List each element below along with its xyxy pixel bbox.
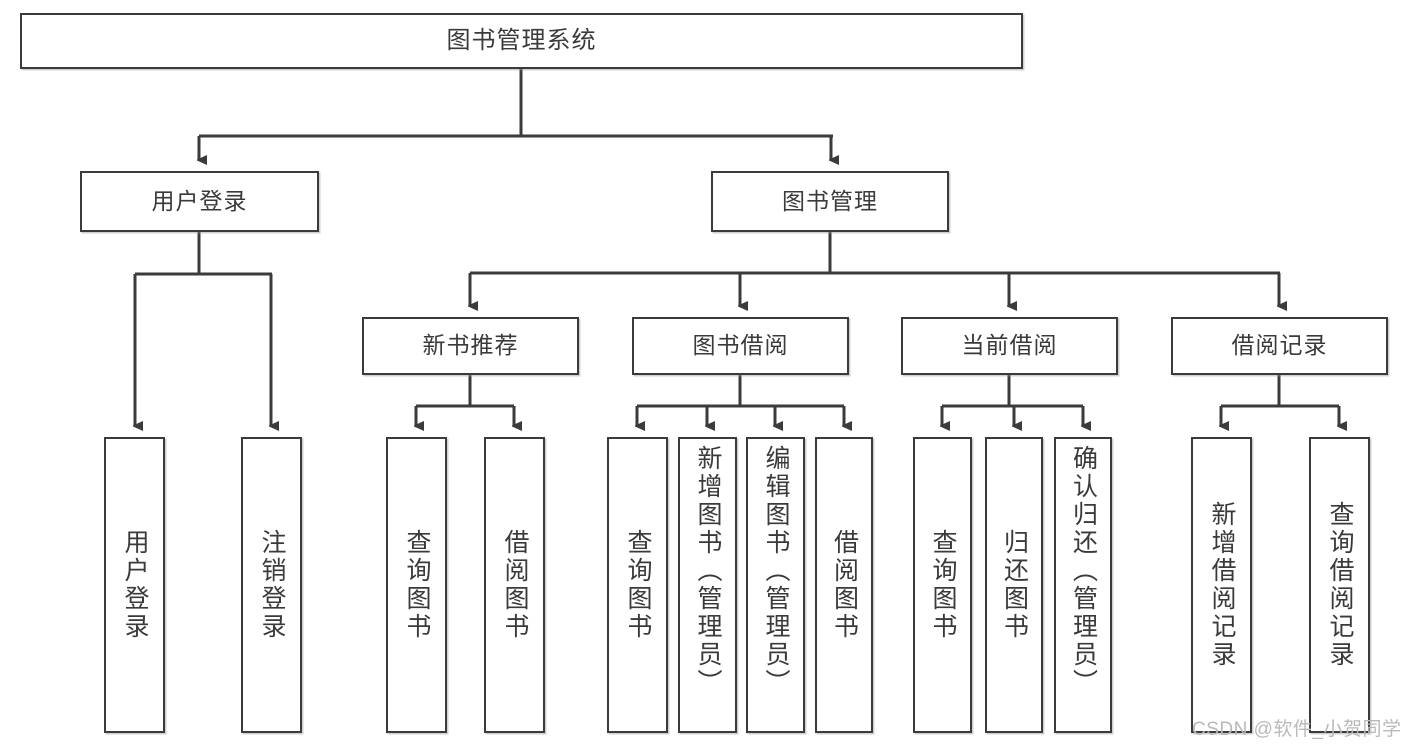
node-current-borrow[interactable]: 当前借阅 bbox=[901, 317, 1118, 375]
node-confirm-return-admin[interactable]: 确认归还（管理员） bbox=[1054, 437, 1112, 733]
node-query-book-borrow[interactable]: 查询图书 bbox=[607, 437, 668, 733]
node-user-logout-leaf[interactable]: 注销登录 bbox=[241, 437, 302, 733]
node-current-borrow-label: 当前借阅 bbox=[961, 332, 1058, 359]
node-query-book-current[interactable]: 查询图书 bbox=[913, 437, 972, 733]
node-query-book-borrow-label: 查询图书 bbox=[624, 529, 652, 641]
node-book-manage-label: 图书管理 bbox=[782, 187, 878, 214]
node-user-login-leaf-label: 用户登录 bbox=[121, 529, 149, 641]
node-add-book-admin[interactable]: 新增图书（管理员） bbox=[678, 437, 737, 733]
node-user-login[interactable]: 用户登录 bbox=[80, 171, 319, 232]
node-user-login-label: 用户登录 bbox=[151, 187, 248, 214]
node-query-borrow-record-label: 查询借阅记录 bbox=[1326, 501, 1354, 669]
csdn-watermark: CSDN @软件_小贺同学 bbox=[1192, 719, 1402, 740]
node-query-borrow-record[interactable]: 查询借阅记录 bbox=[1309, 437, 1370, 733]
node-new-book-recommend[interactable]: 新书推荐 bbox=[362, 317, 579, 375]
node-query-book-recommend-label: 查询图书 bbox=[403, 529, 431, 641]
node-return-book-label: 归还图书 bbox=[1000, 529, 1029, 641]
node-return-book[interactable]: 归还图书 bbox=[985, 437, 1043, 733]
node-book-manage[interactable]: 图书管理 bbox=[711, 171, 949, 232]
node-confirm-return-admin-label: 确认归还（管理员） bbox=[1069, 445, 1098, 697]
node-borrow-book-recommend-label: 借阅图书 bbox=[501, 529, 529, 641]
node-borrow-book-borrow-label: 借阅图书 bbox=[830, 529, 859, 641]
node-user-login-leaf[interactable]: 用户登录 bbox=[104, 437, 165, 733]
node-query-book-recommend[interactable]: 查询图书 bbox=[386, 437, 447, 733]
node-root-label: 图书管理系统 bbox=[446, 26, 597, 54]
node-add-borrow-record[interactable]: 新增借阅记录 bbox=[1191, 437, 1252, 733]
node-add-borrow-record-label: 新增借阅记录 bbox=[1208, 501, 1236, 669]
node-borrow-record-label: 借阅记录 bbox=[1231, 332, 1328, 359]
node-query-book-current-label: 查询图书 bbox=[929, 529, 957, 641]
node-book-borrow-label: 图书借阅 bbox=[692, 332, 789, 359]
node-user-logout-leaf-label: 注销登录 bbox=[258, 529, 286, 641]
node-add-book-admin-label: 新增图书（管理员） bbox=[694, 445, 722, 697]
node-borrow-book-borrow[interactable]: 借阅图书 bbox=[815, 437, 873, 733]
node-root[interactable]: 图书管理系统 bbox=[20, 13, 1023, 69]
node-new-book-recommend-label: 新书推荐 bbox=[422, 332, 519, 359]
node-borrow-record[interactable]: 借阅记录 bbox=[1171, 317, 1388, 375]
node-edit-book-admin[interactable]: 编辑图书（管理员） bbox=[746, 437, 805, 733]
node-edit-book-admin-label: 编辑图书（管理员） bbox=[762, 445, 790, 697]
node-borrow-book-recommend[interactable]: 借阅图书 bbox=[484, 437, 545, 733]
node-book-borrow[interactable]: 图书借阅 bbox=[632, 317, 849, 375]
